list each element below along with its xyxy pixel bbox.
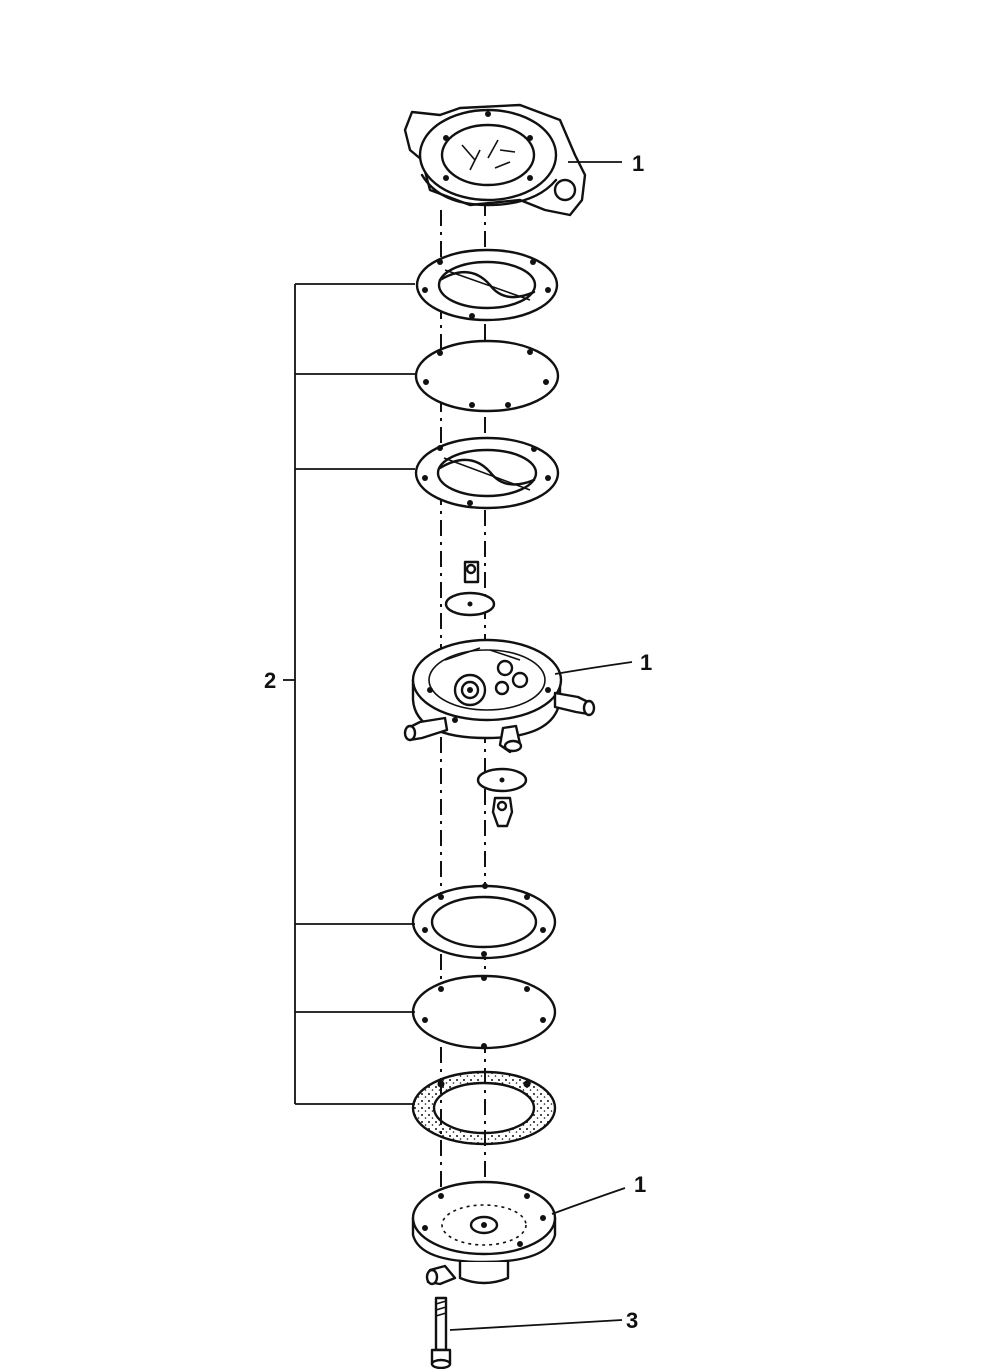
callout-leaders [283, 161, 633, 1331]
lower-diaphragm [411, 974, 557, 1050]
lower-valve-parts [476, 767, 528, 828]
lower-cover [411, 1180, 557, 1286]
lower-ring-gasket [411, 883, 557, 960]
upper-pump-body [403, 103, 587, 217]
top-gasket [415, 248, 559, 322]
stippled-gasket [411, 1070, 557, 1146]
upper-valve-parts [444, 560, 496, 617]
callout-screw: 3 [626, 1308, 638, 1333]
upper-diaphragm [414, 339, 560, 413]
callout-lower-cover: 1 [634, 1172, 646, 1197]
callout-upper-body: 1 [632, 151, 644, 176]
valve-body [403, 638, 596, 754]
cap-screw [430, 1296, 452, 1369]
middle-gasket [414, 436, 560, 510]
callout-valve-body: 1 [640, 650, 652, 675]
callout-kit: 2 [264, 668, 276, 693]
